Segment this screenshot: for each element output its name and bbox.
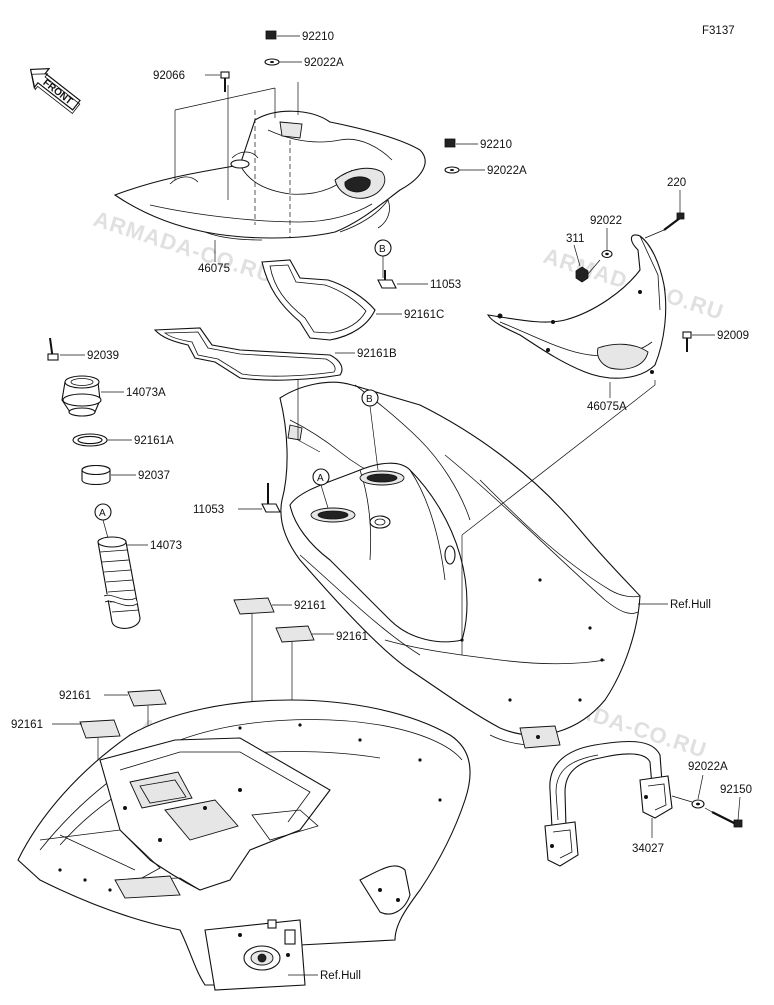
clip-11053-left bbox=[238, 483, 281, 513]
bolt-92210-top bbox=[265, 30, 300, 40]
gasket-92161C bbox=[261, 259, 402, 341]
hose-14073 bbox=[97, 536, 148, 629]
hull-lower bbox=[17, 699, 471, 991]
seat-cover-46075 bbox=[113, 110, 426, 241]
ref-hull-lower: Ref.Hull bbox=[320, 970, 361, 982]
callout-b-lower-letter: B bbox=[366, 394, 373, 405]
callout-b-upper-letter: B bbox=[379, 244, 386, 255]
front-arrow-icon: FRONT bbox=[29, 67, 81, 115]
label-92039: 92039 bbox=[87, 350, 119, 362]
label-92161-2: 92161 bbox=[336, 631, 368, 643]
label-92161-1: 92161 bbox=[294, 600, 326, 612]
callout-a-lower: A bbox=[312, 468, 330, 509]
label-34027: 34027 bbox=[632, 843, 664, 855]
label-92161-3: 92161 bbox=[59, 690, 91, 702]
label-92210-mid: 92210 bbox=[480, 139, 512, 151]
label-92009: 92009 bbox=[717, 330, 749, 342]
fitting-14073A bbox=[61, 375, 124, 417]
label-92161B: 92161B bbox=[357, 348, 397, 360]
label-92022A-low: 92022A bbox=[688, 761, 728, 773]
label-311: 311 bbox=[566, 233, 584, 245]
bolt-92066 bbox=[205, 71, 230, 92]
ref-hull-upper: Ref.Hull bbox=[670, 599, 711, 611]
label-14073: 14073 bbox=[150, 540, 182, 552]
label-14073A: 14073A bbox=[126, 387, 166, 399]
screw-92009 bbox=[682, 331, 715, 352]
label-92161-4: 92161 bbox=[11, 719, 43, 731]
bolt-92150 bbox=[711, 796, 743, 828]
callout-b-lower: B bbox=[361, 389, 379, 471]
hull-upper bbox=[279, 381, 641, 749]
label-11053-left: 11053 bbox=[193, 504, 224, 516]
callout-a-left: A bbox=[94, 503, 112, 539]
label-46075: 46075 bbox=[198, 263, 230, 275]
figure-code: F3137 bbox=[702, 25, 735, 37]
grab-handle-34027 bbox=[544, 740, 673, 867]
washer-92022 bbox=[601, 228, 613, 259]
cowl-46075A bbox=[486, 234, 667, 379]
label-92210-top: 92210 bbox=[302, 31, 334, 43]
label-92022A-mid: 92022A bbox=[487, 165, 527, 177]
bolt-92210-mid bbox=[444, 138, 478, 148]
label-92161C: 92161C bbox=[404, 309, 444, 321]
label-92161A: 92161A bbox=[134, 435, 174, 447]
washer-92022A-mid bbox=[444, 166, 485, 174]
callout-a-lower-letter: A bbox=[317, 473, 324, 484]
clamp-92037 bbox=[81, 464, 136, 486]
label-220: 220 bbox=[667, 177, 686, 189]
callout-a-left-letter: A bbox=[99, 508, 106, 519]
label-92022: 92022 bbox=[590, 215, 622, 227]
oring-92161A bbox=[72, 433, 132, 447]
nut-311 bbox=[573, 244, 589, 283]
label-92150: 92150 bbox=[720, 784, 752, 796]
label-11053-right: 11053 bbox=[430, 279, 461, 291]
callout-b-upper: B bbox=[374, 239, 392, 278]
label-92066: 92066 bbox=[153, 70, 185, 82]
label-46075A: 46075A bbox=[587, 401, 627, 413]
washer-92022A-low bbox=[671, 774, 705, 809]
label-92037: 92037 bbox=[138, 470, 170, 482]
label-92022A-top: 92022A bbox=[304, 57, 344, 69]
clip-11053-right bbox=[377, 270, 428, 289]
bolt-220 bbox=[644, 190, 685, 239]
washer-92022A-top bbox=[264, 58, 302, 66]
gasket-92161B bbox=[153, 327, 355, 381]
clamp-screw-92039 bbox=[47, 337, 85, 361]
